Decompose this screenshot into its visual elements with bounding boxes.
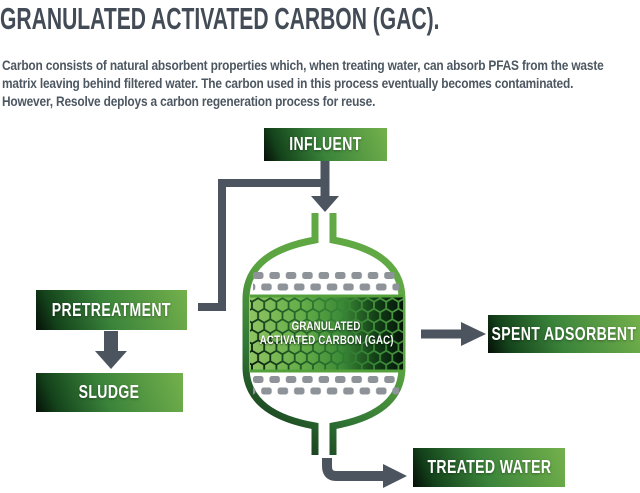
- tank-label-line2: ACTIVATED CARBON (GAC): [259, 333, 394, 347]
- sludge-arrowhead: [95, 351, 127, 369]
- tank-label: GRANULATED ACTIVATED CARBON (GAC): [250, 297, 403, 369]
- spent-adsorbent-arrowhead: [461, 322, 486, 346]
- arrowheads: [95, 196, 486, 488]
- page-title: GRANULATED ACTIVATED CARBON (GAC).: [0, 1, 440, 36]
- filter-bands: [253, 272, 399, 396]
- node-treated-water-label: TREATED WATER: [427, 457, 551, 477]
- node-sludge: SLUDGE: [36, 373, 183, 412]
- treated-water-pipe: [322, 458, 385, 481]
- node-treated-water: TREATED WATER: [413, 448, 565, 487]
- gac-panel: [250, 294, 403, 373]
- tank-label-line1: GRANULATED: [292, 319, 361, 333]
- pipe-network: [104, 160, 463, 481]
- filter-band-bottom: [253, 376, 399, 396]
- pretreatment-to-influent-pipe: [198, 179, 327, 311]
- node-pretreatment-label: PRETREATMENT: [51, 299, 172, 320]
- node-influent: INFLUENT: [264, 128, 387, 161]
- gac-panel-border-top: [250, 294, 403, 298]
- treated-water-arrowhead: [383, 464, 407, 488]
- filter-band-top: [253, 272, 399, 292]
- vessel-left-wall: [242, 213, 319, 455]
- node-spent-adsorbent-label: SPENT ADSORBENT: [491, 323, 637, 344]
- node-spent-adsorbent: SPENT ADSORBENT: [488, 315, 640, 353]
- gac-hexagon-pattern: [250, 297, 403, 370]
- influent-arrowhead: [311, 196, 339, 212]
- node-influent-label: INFLUENT: [289, 134, 362, 154]
- gac-panel-border-bottom: [250, 369, 403, 373]
- node-pretreatment: PRETREATMENT: [36, 290, 187, 330]
- description-text: Carbon consists of natural absorbent pro…: [2, 57, 604, 109]
- node-sludge-label: SLUDGE: [79, 382, 140, 402]
